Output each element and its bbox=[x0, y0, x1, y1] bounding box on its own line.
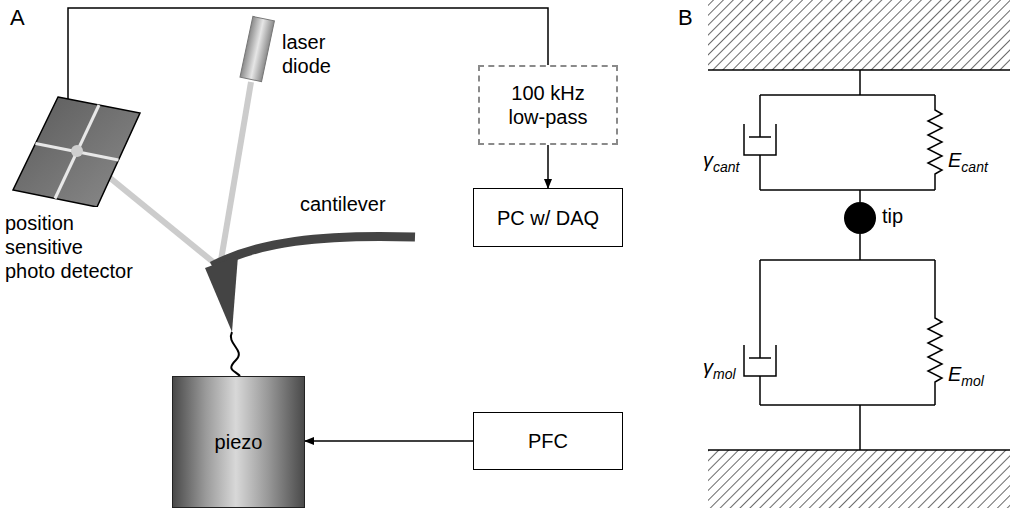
cantilever bbox=[212, 236, 415, 266]
symbol-subscript: cant bbox=[961, 159, 987, 175]
label-holder: γcant bbox=[703, 148, 739, 179]
node-label: 100 kHz low-pass bbox=[498, 81, 598, 129]
node-label: position sensitive photo detector bbox=[5, 211, 135, 283]
photo-detector: position sensitive photo detector bbox=[5, 95, 145, 207]
node-label: PFC bbox=[528, 429, 568, 453]
fixed-wall bbox=[708, 450, 1010, 508]
panel-letter: B bbox=[678, 5, 693, 30]
part-label: tip bbox=[882, 205, 903, 227]
label-holder: γmol bbox=[703, 355, 736, 386]
part-label: laser diode bbox=[282, 31, 331, 77]
symbol-subscript: mol bbox=[713, 366, 736, 382]
node-label: PC w/ DAQ bbox=[497, 206, 599, 230]
filter-box: 100 kHz low-pass bbox=[478, 65, 618, 145]
symbol: E bbox=[948, 363, 961, 385]
label-holder: B bbox=[678, 6, 693, 30]
symbol: γ bbox=[703, 149, 713, 171]
molecule-element bbox=[744, 234, 942, 450]
panel-letter: A bbox=[10, 5, 25, 30]
detector-shape bbox=[5, 95, 145, 207]
laser-diode bbox=[240, 16, 274, 81]
symbol-subscript: cant bbox=[713, 159, 739, 175]
node-label: piezo bbox=[215, 430, 263, 454]
fixed-wall bbox=[708, 0, 1010, 70]
molecule bbox=[231, 332, 240, 376]
symbol: γ bbox=[703, 356, 713, 378]
label-holder: cantilever bbox=[300, 192, 386, 216]
symbol-subscript: mol bbox=[961, 373, 984, 389]
label-holder: Ecant bbox=[948, 148, 988, 179]
signal-wire bbox=[305, 440, 473, 442]
tip-mass bbox=[844, 202, 876, 234]
signal-wire bbox=[547, 145, 549, 188]
afm-tip bbox=[205, 256, 238, 332]
computer-box: PC w/ DAQ bbox=[473, 188, 623, 247]
label-holder: tip bbox=[882, 204, 903, 228]
piezo-block: piezo bbox=[172, 376, 305, 508]
controller-box: PFC bbox=[473, 412, 623, 470]
laser-beam bbox=[220, 82, 251, 266]
label-holder: laser diode bbox=[282, 30, 352, 78]
signal-wire bbox=[68, 8, 548, 99]
cantilever-element bbox=[744, 70, 942, 202]
part-label: cantilever bbox=[300, 193, 386, 215]
label-holder: Emol bbox=[948, 362, 984, 393]
symbol: E bbox=[948, 149, 961, 171]
label-holder: A bbox=[10, 6, 25, 30]
